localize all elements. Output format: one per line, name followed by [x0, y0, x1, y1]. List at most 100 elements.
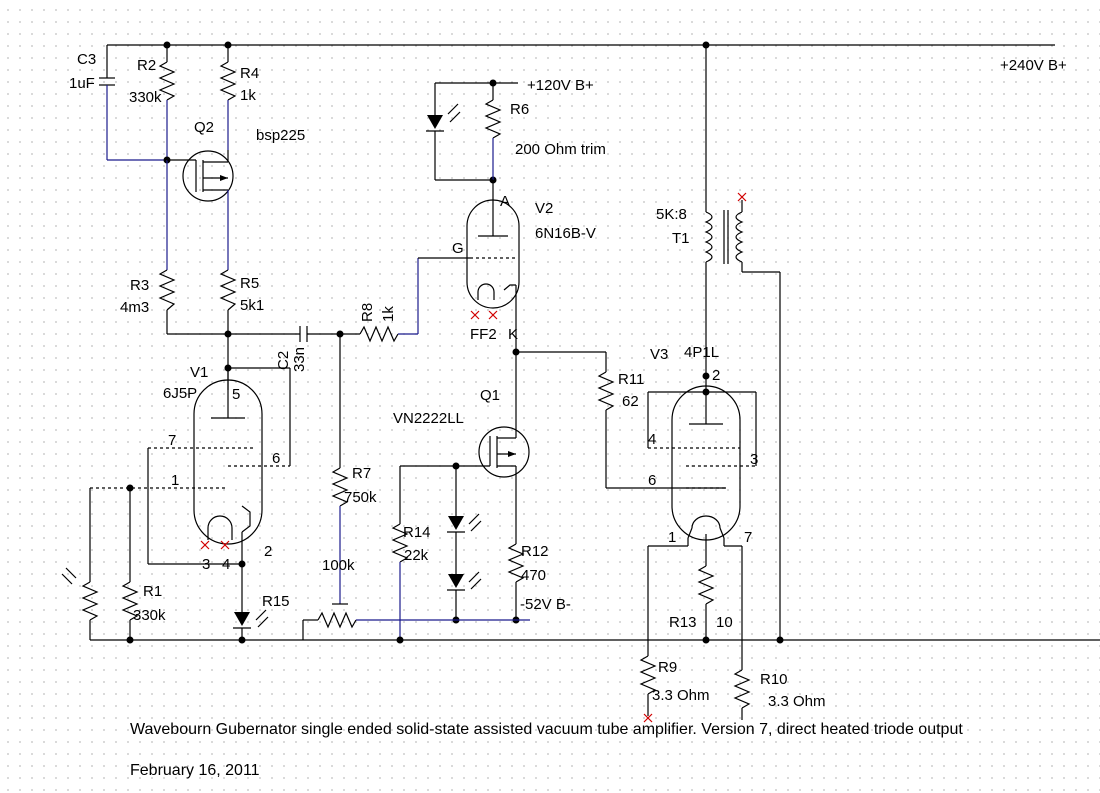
junction-dot	[512, 348, 520, 356]
rail-label-120v: +120V B+	[527, 77, 594, 94]
v3-screen-loop	[647, 391, 757, 466]
v3-pin-6: 6	[648, 472, 656, 489]
r15-ref: R15	[262, 593, 290, 610]
rail-label-52v: -52V B-	[520, 596, 571, 613]
junction-dot	[396, 636, 404, 644]
led-stack-q1	[447, 466, 482, 620]
junction-dot	[238, 636, 246, 644]
junction-dot	[702, 636, 710, 644]
q2-value: bsp225	[256, 127, 305, 144]
r2-ref: R2	[137, 57, 156, 74]
q2-ref: Q2	[194, 119, 214, 136]
v3-value: 4P1L	[684, 344, 719, 361]
unconnected-marker	[200, 540, 230, 550]
resistor-r6	[435, 82, 518, 181]
v2-ref: V2	[535, 200, 553, 217]
r11-value: 62	[622, 393, 639, 410]
diagram-caption: Wavebourn Gubernator single ended solid-…	[130, 721, 963, 738]
led-r15	[233, 609, 269, 640]
resistor-r7	[331, 334, 349, 605]
r12-ref: R12	[521, 543, 549, 560]
c2-ref: C2	[275, 351, 292, 370]
r2-value: 330k	[129, 89, 162, 106]
r4-ref: R4	[240, 65, 259, 82]
v2-pin-ff: FF2	[470, 326, 497, 343]
r4-value: 1k	[240, 87, 256, 104]
diagram-date: February 16, 2011	[130, 762, 260, 779]
v3-pin-2: 2	[712, 367, 720, 384]
q1-value: VN2222LL	[393, 410, 464, 427]
capacitor-c2	[299, 326, 360, 342]
pot-value: 100k	[322, 557, 355, 574]
junction-dot	[776, 636, 784, 644]
r1-value: 330k	[133, 607, 166, 624]
capacitor-c3	[99, 45, 167, 161]
resistor-r13	[697, 565, 715, 640]
v2-pin-k: K	[508, 326, 518, 343]
resistor-r12	[507, 543, 525, 620]
v1-pin-7: 7	[168, 432, 176, 449]
r13-ref: R13	[669, 614, 697, 631]
v1-pin-3: 3	[202, 556, 210, 573]
tube-v2	[466, 180, 520, 352]
r6-ref: R6	[510, 101, 529, 118]
v3-pin-1: 1	[668, 529, 676, 546]
r5-ref: R5	[240, 275, 259, 292]
junction-dot	[238, 560, 246, 568]
r6-value: 200 Ohm trim	[515, 141, 606, 158]
junction-dot	[702, 388, 710, 396]
r14-ref: R14	[403, 524, 431, 541]
unconnected-marker	[737, 192, 747, 202]
v3-filament-net	[647, 534, 743, 670]
tube-v3	[648, 376, 756, 541]
r5-value: 5k1	[240, 297, 264, 314]
v2-pin-g: G	[452, 240, 464, 257]
q1-ref: Q1	[480, 387, 500, 404]
resistor-r14	[391, 466, 409, 640]
v1-pin-2: 2	[264, 543, 272, 560]
v3-pin-3: 3	[750, 451, 758, 468]
r8-value: 1k	[380, 306, 397, 322]
r8-ref: R8	[359, 303, 376, 322]
r3-ref: R3	[130, 277, 149, 294]
c3-value: 1uF	[69, 75, 95, 92]
v3-ref: V3	[650, 346, 668, 363]
r3-value: 4m3	[120, 299, 149, 316]
r1-ref: R1	[143, 583, 162, 600]
r9-value: 3.3 Ohm	[652, 687, 710, 704]
v2-pin-a: A	[500, 193, 510, 210]
v2-cathode-net	[515, 351, 607, 424]
photoresistor-input	[61, 488, 99, 640]
v1-ref: V1	[190, 364, 208, 381]
v2-value: 6N16B-V	[535, 225, 596, 242]
r7-ref: R7	[352, 465, 371, 482]
r10-ref: R10	[760, 671, 788, 688]
tube-v1	[90, 368, 290, 545]
unconnected-marker	[470, 310, 498, 320]
r13-value: 10	[716, 614, 733, 631]
v1-pin-4: 4	[222, 556, 230, 573]
c3-ref: C3	[77, 51, 96, 68]
rail-label-240v: +240V B+	[1000, 57, 1067, 74]
v1-value: 6J5P	[163, 385, 197, 402]
r14-value: 22k	[404, 547, 429, 564]
potentiometer-100k	[302, 611, 357, 640]
resistor-r3	[158, 160, 300, 335]
unconnected-marker	[643, 713, 653, 723]
r11-ref: R11	[618, 371, 644, 388]
transistor-q1	[400, 424, 530, 544]
transformer-t1	[704, 45, 781, 640]
c2-value: 33n	[291, 347, 308, 372]
resistor-r8	[359, 257, 470, 343]
t1-value: 5K:8	[656, 206, 687, 223]
r9-ref: R9	[658, 659, 677, 676]
r10-value: 3.3 Ohm	[768, 693, 826, 710]
v1-pin-1: 1	[171, 472, 179, 489]
resistor-r9	[639, 655, 657, 716]
v3-pin-7: 7	[744, 529, 752, 546]
r7-value: 750k	[344, 489, 377, 506]
v3-pin-4: 4	[648, 431, 656, 448]
junction-dot	[126, 636, 134, 644]
